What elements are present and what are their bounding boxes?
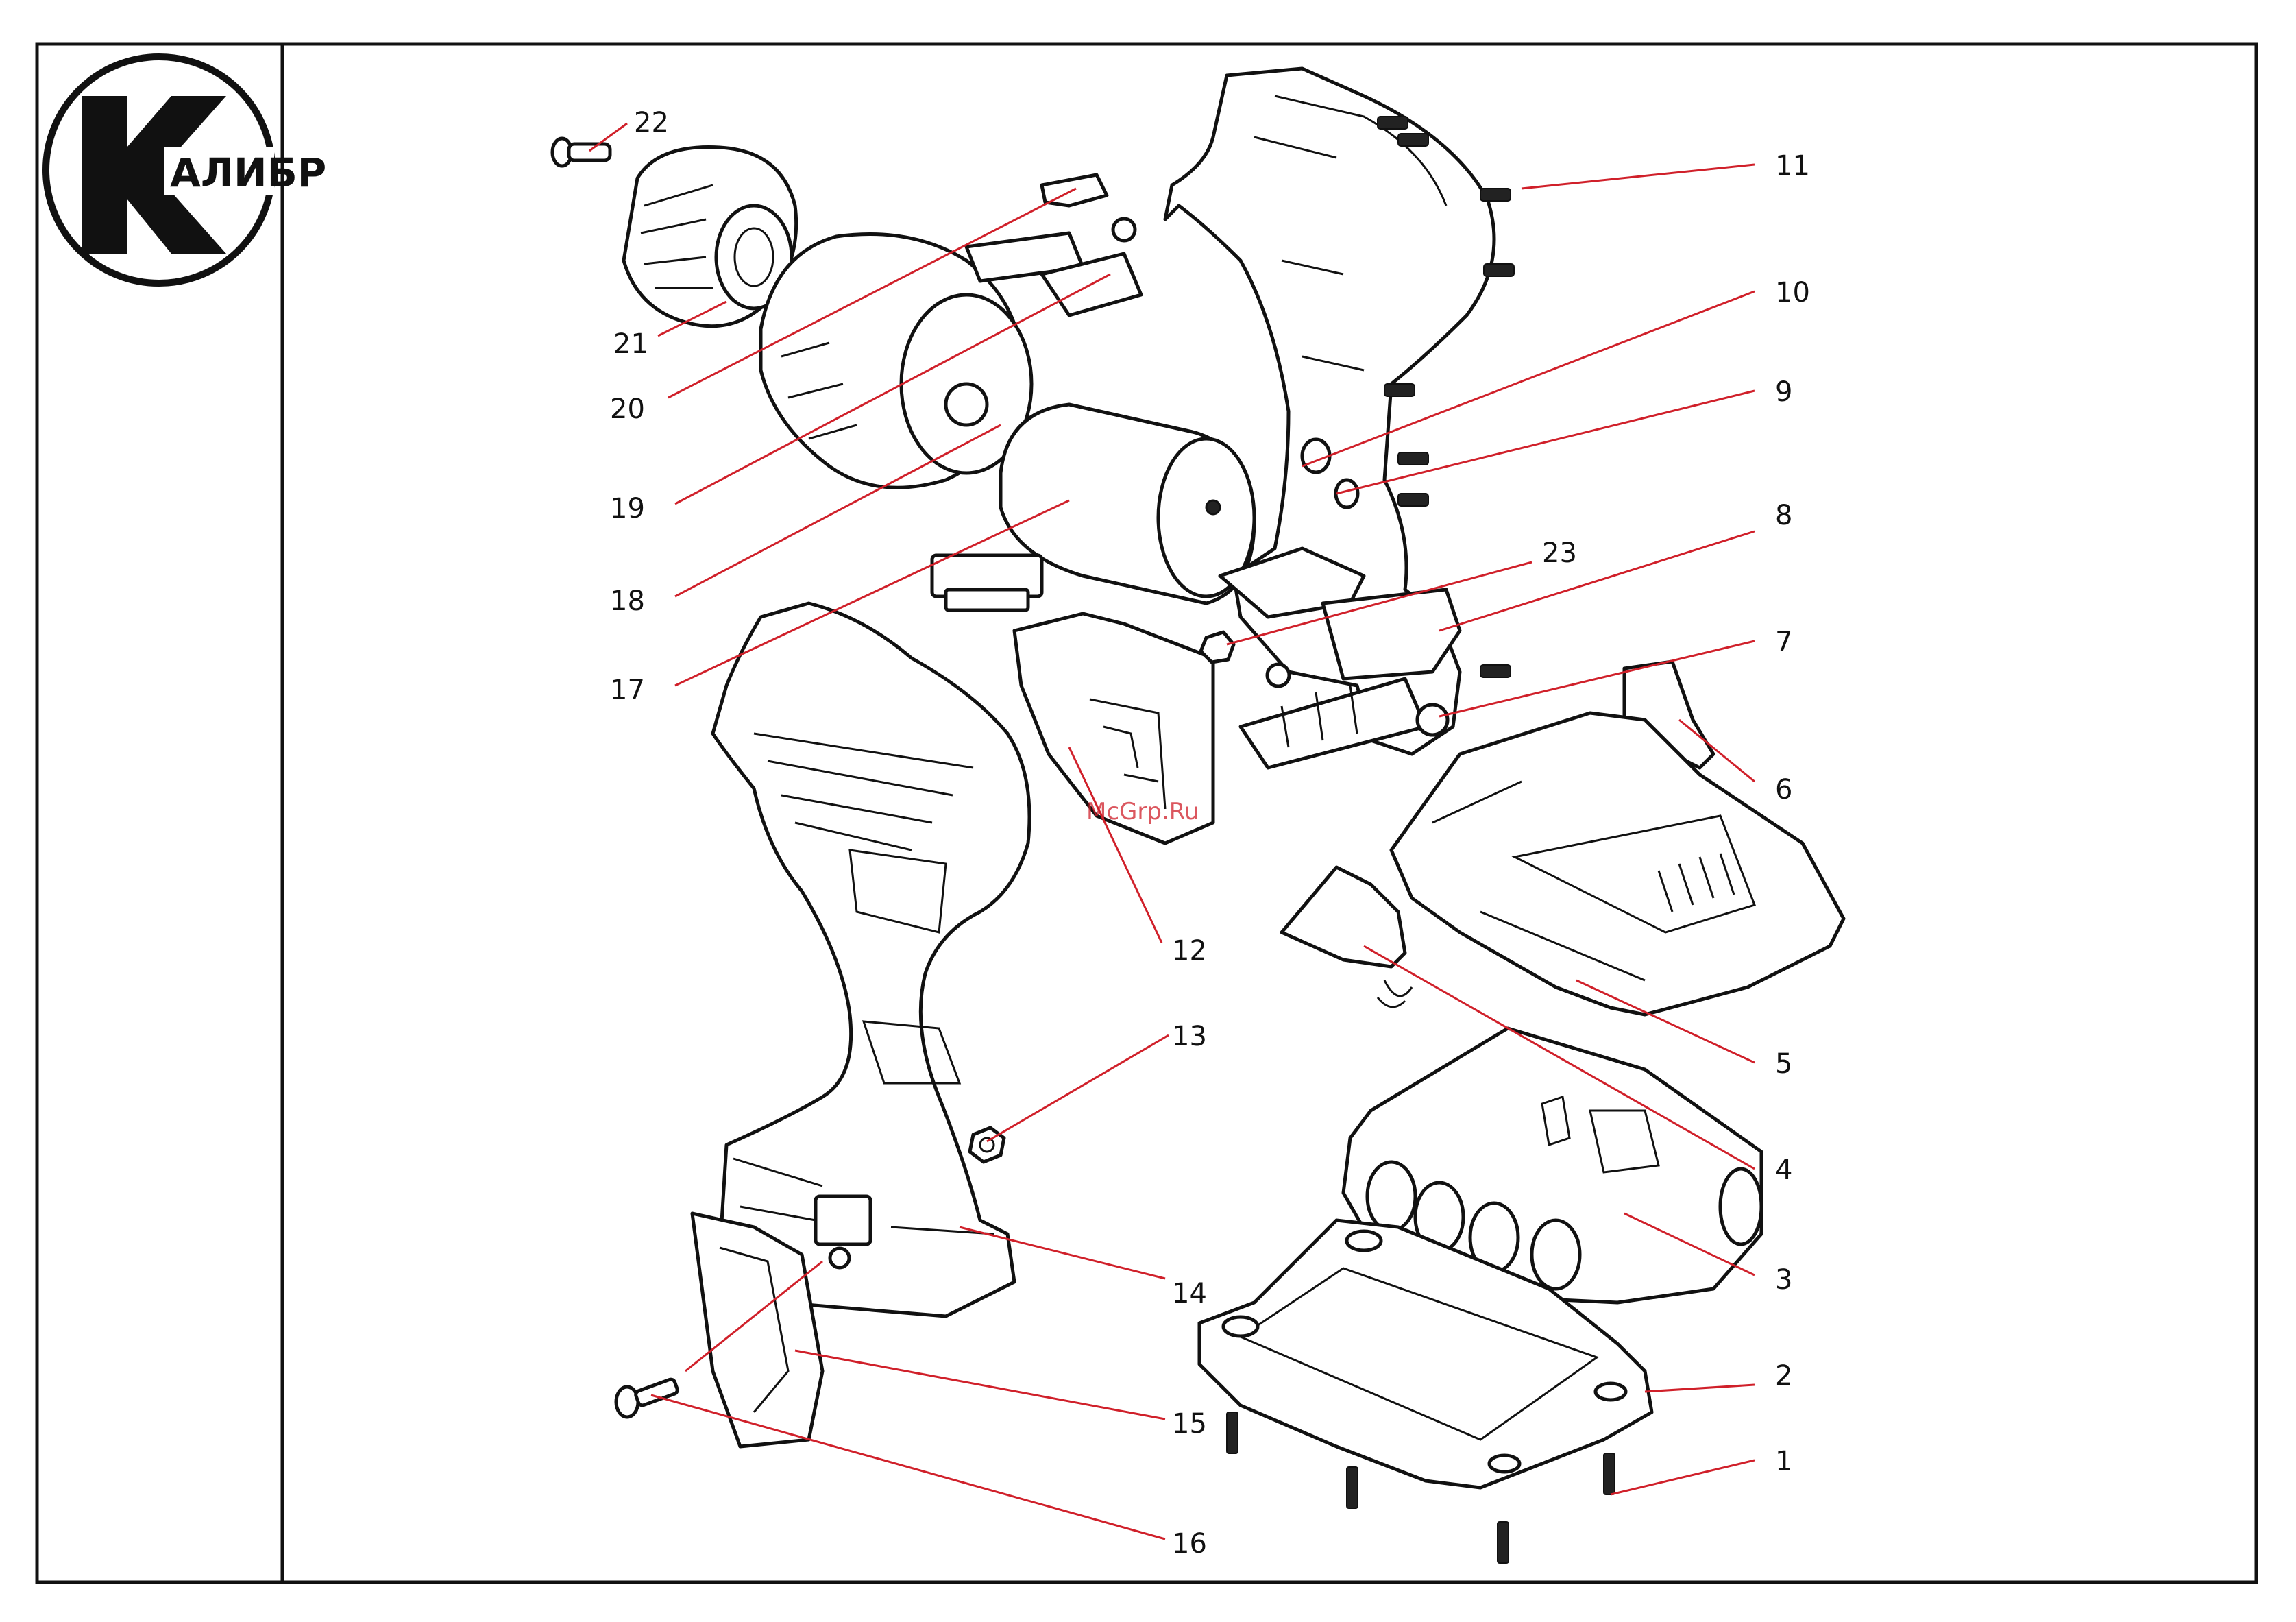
callout-13: 13 bbox=[1172, 1021, 1207, 1052]
part-14-housing-left bbox=[713, 603, 1029, 1316]
callout-23: 23 bbox=[1542, 537, 1577, 569]
callout-16: 16 bbox=[1172, 1528, 1207, 1560]
callout-19: 19 bbox=[610, 493, 645, 524]
callout-3: 3 bbox=[1775, 1264, 1792, 1296]
callout-22: 22 bbox=[634, 107, 669, 138]
part-16-screw bbox=[616, 1378, 679, 1417]
callout-21: 21 bbox=[613, 328, 648, 360]
part-13-nut bbox=[970, 1128, 1004, 1162]
part-5-battery-cover bbox=[1391, 713, 1844, 1015]
logo-text: АЛИБР bbox=[170, 149, 326, 196]
callout-2: 2 bbox=[1775, 1360, 1792, 1392]
callout-14: 14 bbox=[1172, 1278, 1207, 1309]
callout-9: 9 bbox=[1775, 376, 1792, 408]
watermark: McGrp.Ru bbox=[1086, 798, 1199, 825]
callout-17: 17 bbox=[610, 675, 645, 706]
callout-15: 15 bbox=[1172, 1408, 1207, 1440]
part-4-release-button bbox=[1282, 867, 1412, 1007]
callout-8: 8 bbox=[1775, 500, 1792, 531]
kalibr-k-logo-icon: АЛИБР bbox=[46, 57, 326, 283]
callout-20: 20 bbox=[610, 394, 645, 425]
callout-6: 6 bbox=[1775, 774, 1792, 806]
callout-5: 5 bbox=[1775, 1048, 1792, 1080]
callout-10: 10 bbox=[1775, 277, 1810, 308]
callout-11: 11 bbox=[1775, 150, 1810, 182]
callout-4: 4 bbox=[1775, 1154, 1792, 1186]
callout-18: 18 bbox=[610, 585, 645, 617]
callout-7: 7 bbox=[1775, 627, 1792, 658]
callout-1: 1 bbox=[1775, 1446, 1792, 1477]
callout-12: 12 bbox=[1172, 935, 1207, 967]
